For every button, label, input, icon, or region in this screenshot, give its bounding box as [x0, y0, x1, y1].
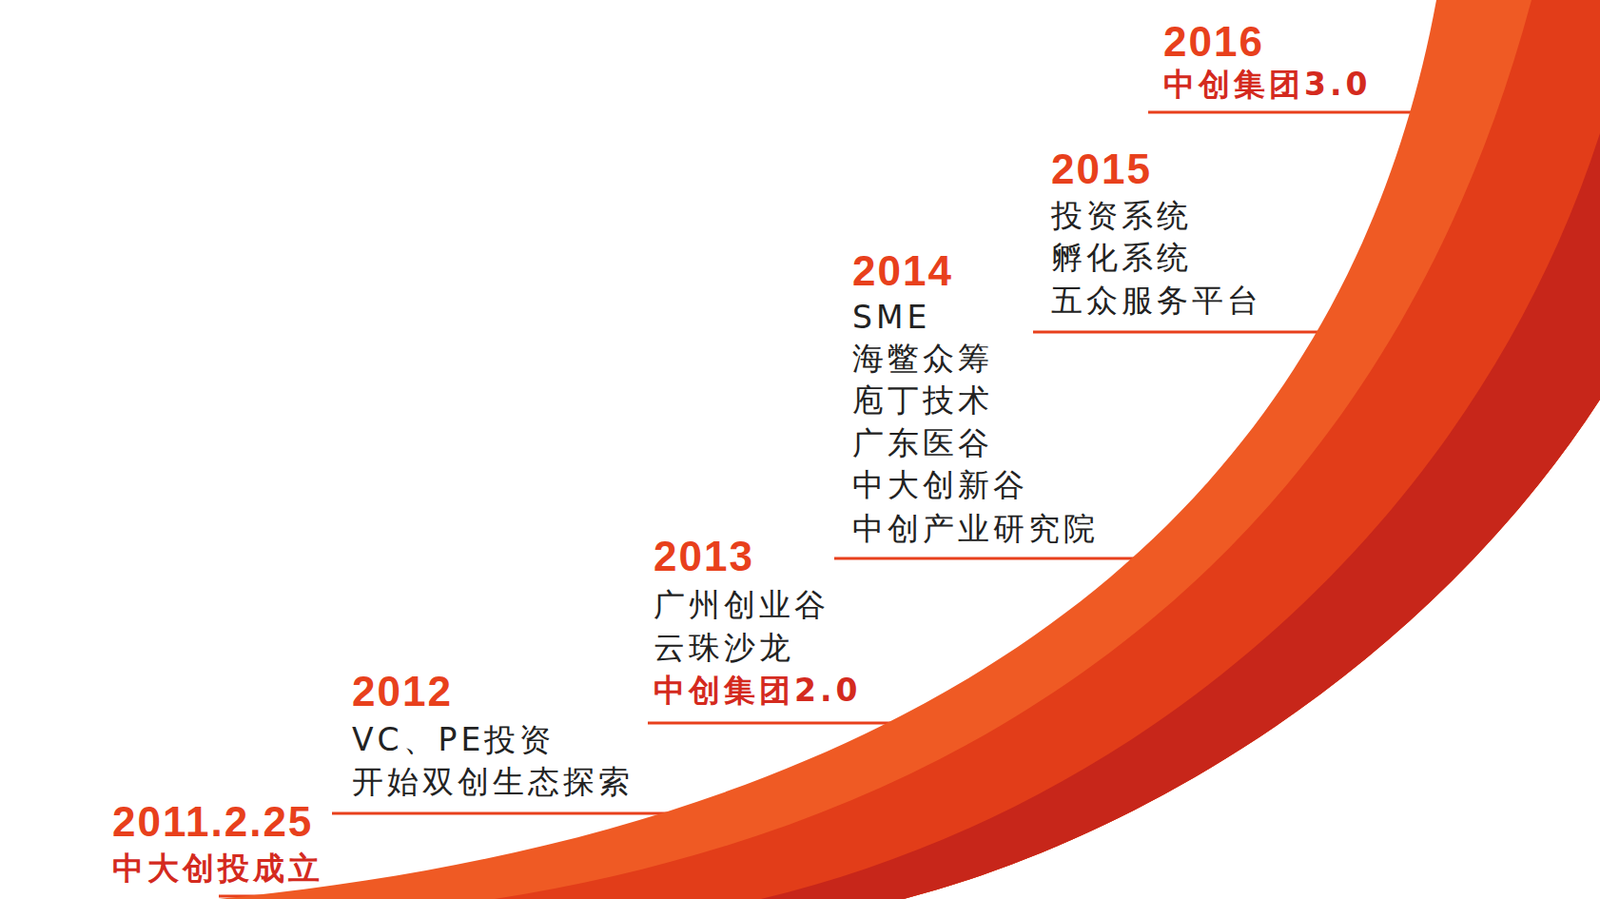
year-label: 2012	[351, 670, 453, 713]
milestone-highlight: 中创集团3.0	[1163, 65, 1371, 104]
milestone-item: 五众服务平台	[1051, 281, 1263, 320]
milestone-item: 孵化系统	[1051, 238, 1192, 277]
year-label: 2015	[1051, 148, 1152, 191]
milestone-item: VC、PE投资	[351, 721, 555, 760]
milestone-item: SME	[852, 298, 931, 337]
milestone-item: 开始双创生态探索	[351, 762, 634, 801]
milestone-item: 投资系统	[1051, 196, 1192, 235]
milestone-item: 中大创新谷	[852, 466, 1029, 505]
timeline-underline	[1033, 331, 1332, 334]
year-label: 2016	[1163, 20, 1265, 63]
milestone-item: 海鳖众筹	[852, 339, 994, 378]
timeline-underline	[834, 557, 1161, 561]
milestone-highlight: 中大创投成立	[112, 849, 324, 888]
swoosh-outer	[218, 0, 1600, 899]
milestone-item: 庖丁技术	[852, 381, 994, 420]
year-label: 2013	[653, 535, 755, 578]
milestone-item: 中创产业研究院	[852, 509, 1099, 548]
milestone-item: 云珠沙龙	[653, 628, 795, 667]
milestone-item: 广东医谷	[852, 424, 994, 463]
year-label: 2014	[852, 250, 954, 293]
timeline-underline	[1148, 111, 1427, 115]
milestone-highlight: 中创集团2.0	[653, 671, 861, 710]
year-label: 2011.2.25	[112, 800, 313, 843]
swoosh-inner	[760, 133, 1600, 899]
milestone-item: 广州创业谷	[653, 585, 830, 625]
swoosh-middle	[494, 0, 1600, 899]
